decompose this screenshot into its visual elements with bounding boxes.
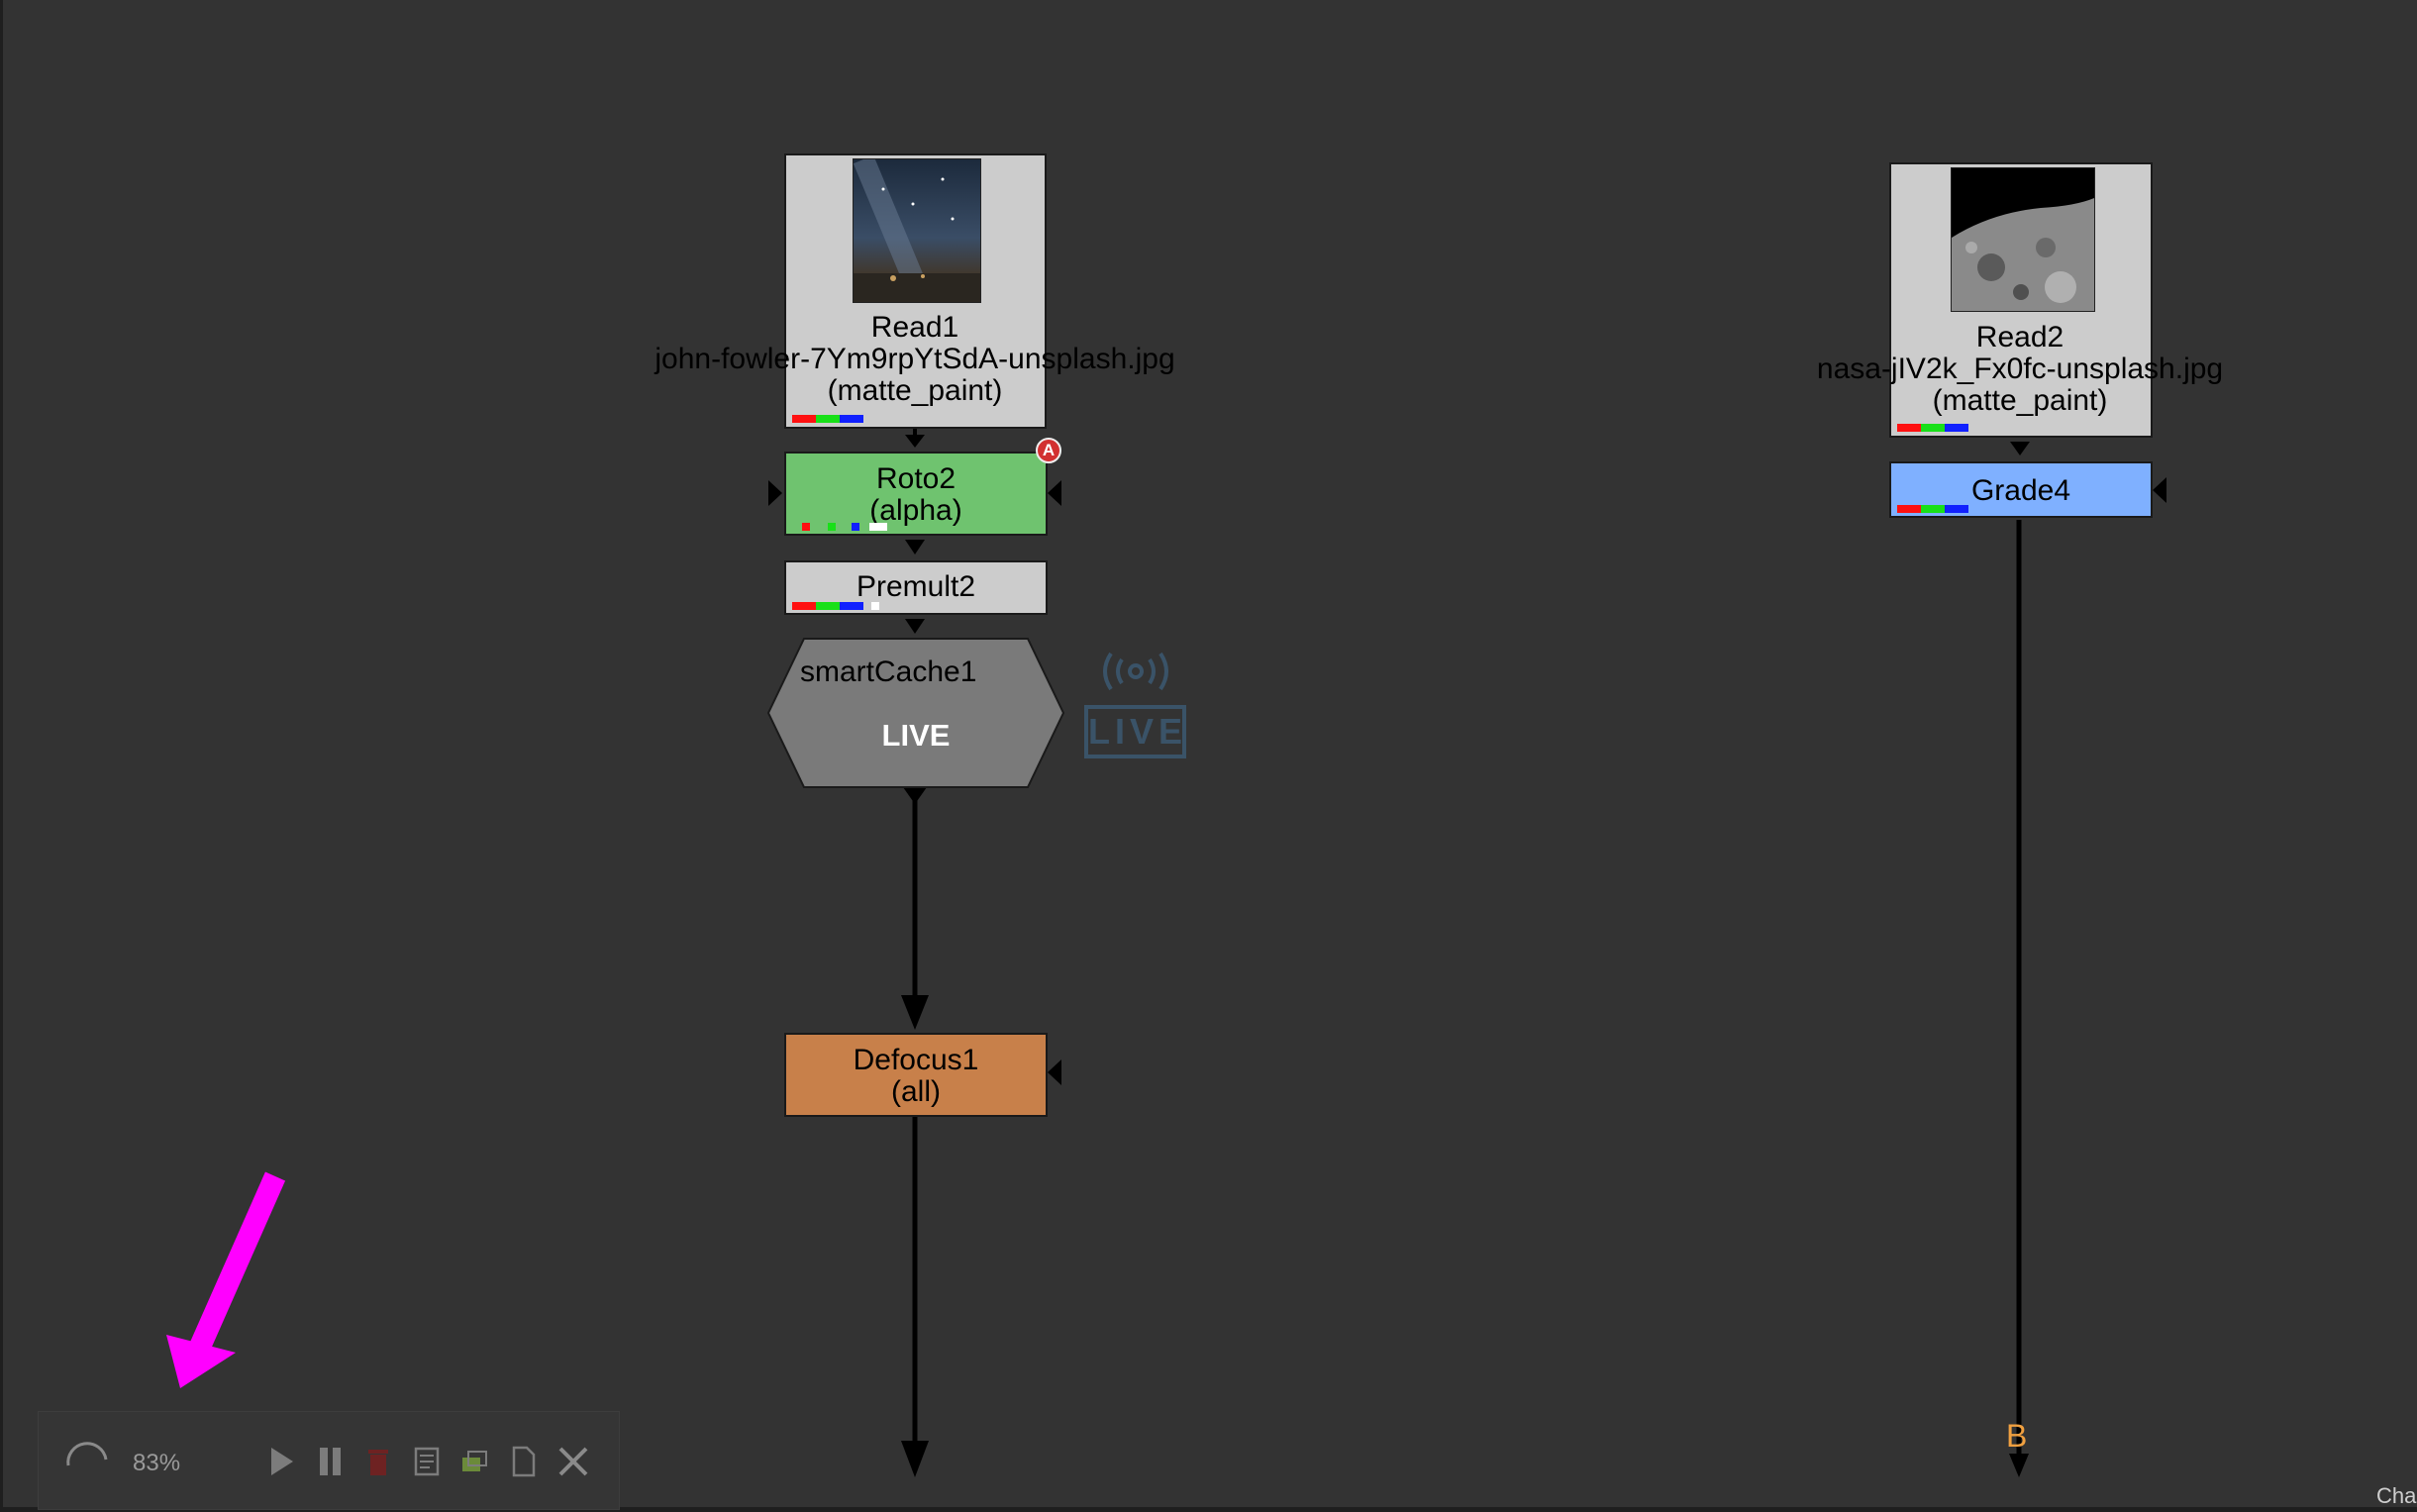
- defocus-output-link: [901, 1117, 929, 1477]
- log-button[interactable]: [407, 1440, 447, 1483]
- render-icon: [462, 1451, 487, 1471]
- live-badge: LIVE: [1084, 705, 1186, 758]
- smartcache1-status: LIVE: [881, 718, 951, 753]
- annotation-arrow: [166, 1171, 286, 1388]
- roto2-channels: (alpha): [869, 494, 962, 527]
- read2-channel-red: [1897, 424, 1921, 432]
- close-icon: [558, 1447, 588, 1476]
- read2-file: nasa-jIV2k_Fx0fc-unsplash.jpg: [1816, 353, 2224, 385]
- read2-node[interactable]: [1889, 162, 2153, 438]
- read2-channel-green: [1921, 424, 1945, 432]
- read1-channel-green: [816, 415, 840, 423]
- smartcache-to-defocus-link: [901, 787, 929, 1030]
- read2-channel-blue: [1945, 424, 1968, 432]
- read2-output-arrow: [2010, 442, 2030, 455]
- play-icon: [271, 1448, 293, 1475]
- panel-border-bottom: [0, 1507, 2417, 1512]
- grade4-output-link: [2009, 520, 2029, 1477]
- read1-label: Read1 john-fowler-7Ym9rpYtSdA-unsplash.j…: [568, 312, 1261, 407]
- delete-button[interactable]: [358, 1440, 398, 1483]
- defocus1-node[interactable]: Defocus1 (all): [784, 1033, 1048, 1117]
- close-button[interactable]: [554, 1440, 593, 1483]
- defocus1-mask-input: [1048, 1059, 1061, 1085]
- grade4-mask-input: [2153, 477, 2166, 503]
- file-icon: [512, 1446, 536, 1477]
- defocus1-channels: (all): [891, 1075, 941, 1108]
- grade4-channel-red: [1897, 505, 1921, 513]
- roto2-channel-red: [802, 523, 810, 531]
- read1-channel-red: [792, 415, 816, 423]
- read1-channel-blue: [840, 415, 863, 423]
- roto2-output-arrow: [905, 540, 925, 554]
- input-label-b: B: [2006, 1418, 2028, 1454]
- smartcache1-node-shape[interactable]: [766, 638, 1065, 788]
- premult2-channel-alpha: [871, 602, 879, 610]
- roto2-name: Roto2: [875, 462, 957, 495]
- broadcast-icon: [1103, 652, 1168, 691]
- file-button[interactable]: [504, 1440, 544, 1483]
- read1-output-arrow: [905, 435, 925, 448]
- roto2-mask-input-right: [1048, 480, 1061, 506]
- read2-thumbnail: [1951, 167, 2095, 312]
- roto2-channel-alpha: [869, 523, 887, 531]
- grade4-name: Grade4: [1970, 474, 2071, 507]
- read2-label: Read2 nasa-jIV2k_Fx0fc-unsplash.jpg (mat…: [1673, 322, 2367, 417]
- read2-layer: (matte_paint): [1932, 384, 2108, 417]
- delete-icon: [368, 1450, 388, 1475]
- progress-panel: 83%: [38, 1411, 620, 1510]
- render-button[interactable]: [454, 1440, 494, 1483]
- defocus1-name: Defocus1: [853, 1044, 979, 1076]
- premult2-channel-green: [816, 602, 840, 610]
- read2-name: Read2: [1975, 321, 2065, 353]
- grade4-channel-green: [1921, 505, 1945, 513]
- premult2-channel-red: [792, 602, 816, 610]
- premult2-node[interactable]: Premult2: [784, 560, 1048, 615]
- spinner-icon: [66, 1442, 108, 1466]
- roto2-channel-green: [828, 523, 836, 531]
- pause-icon: [320, 1448, 341, 1475]
- read1-thumbnail: [853, 158, 981, 303]
- roto2-channel-blue: [852, 523, 859, 531]
- roto2-animated-badge: A: [1036, 438, 1061, 463]
- read1-layer: (matte_paint): [827, 374, 1003, 407]
- read1-name: Read1: [870, 311, 959, 344]
- pause-button[interactable]: [311, 1440, 351, 1483]
- grade4-channel-blue: [1945, 505, 1968, 513]
- panel-border: [0, 0, 3, 1512]
- roto2-node[interactable]: Roto2 (alpha): [784, 452, 1048, 536]
- progress-percent: 83%: [133, 1450, 181, 1476]
- log-icon: [414, 1447, 440, 1476]
- read1-file: john-fowler-7Ym9rpYtSdA-unsplash.jpg: [655, 343, 1175, 375]
- roto2-mask-input-left: [768, 480, 782, 506]
- premult2-output-arrow: [905, 619, 925, 634]
- smartcache1-name: smartCache1: [800, 655, 977, 688]
- play-button[interactable]: [261, 1440, 301, 1483]
- premult2-name: Premult2: [856, 570, 976, 603]
- grade4-node[interactable]: Grade4: [1889, 461, 2153, 518]
- roto2-badge-letter: A: [1042, 441, 1056, 459]
- premult2-channel-blue: [840, 602, 863, 610]
- read1-node[interactable]: [784, 153, 1047, 429]
- corner-truncated-text: Cha: [2376, 1483, 2417, 1508]
